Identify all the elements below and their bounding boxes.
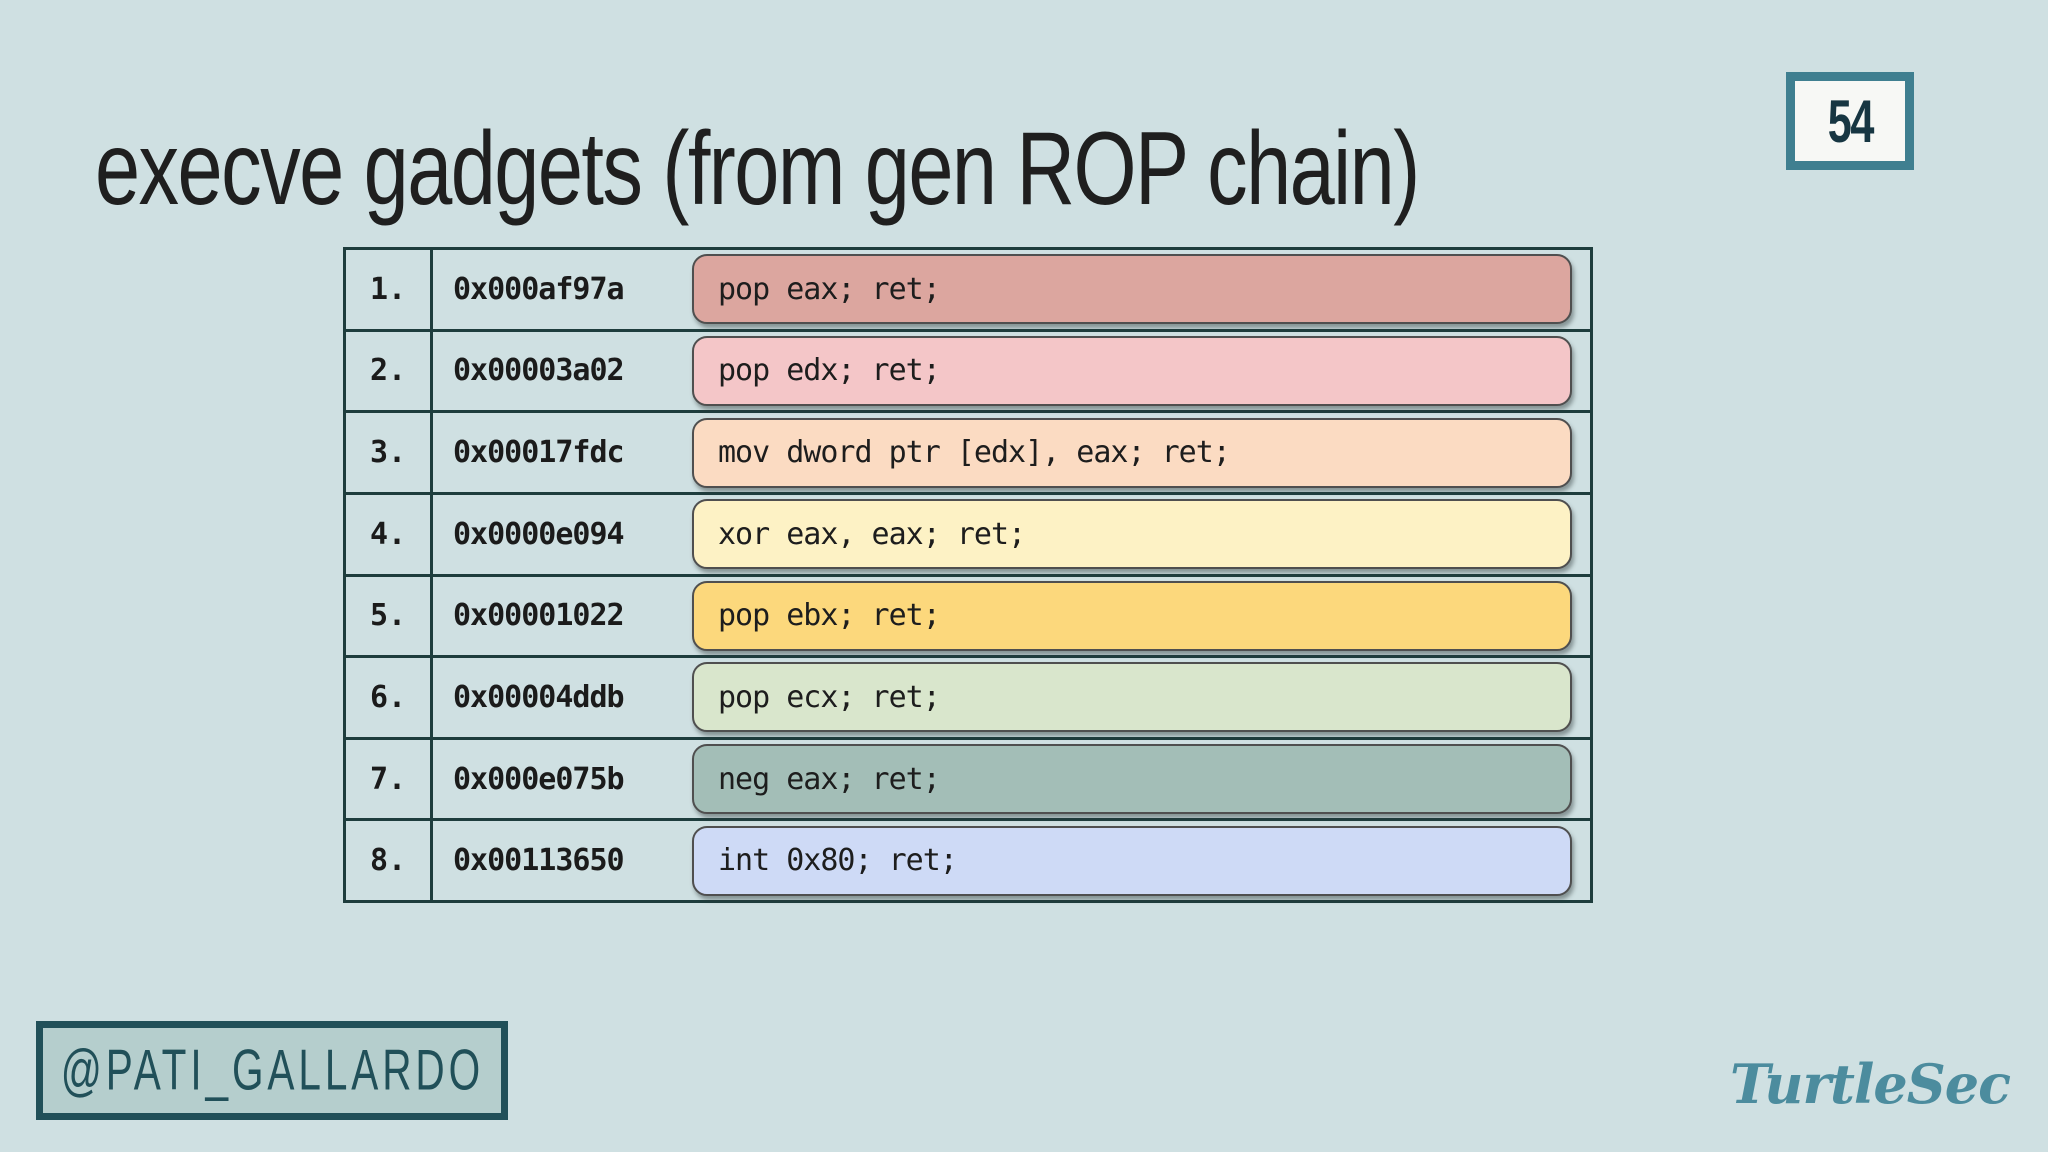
row-number: 6. [346, 658, 433, 737]
gadget-instruction-cell: int 0x80; ret; [692, 821, 1590, 900]
gadget-instruction: neg eax; ret; [718, 761, 941, 797]
slide-number: 54 [1827, 87, 1874, 155]
gadget-instruction: pop edx; ret; [718, 353, 941, 389]
gadget-address: 0x00004ddb [453, 679, 625, 715]
gadget-address: 0x00001022 [453, 598, 625, 634]
gadget-address: 0x00017fdc [453, 435, 625, 471]
row-number: 4. [346, 494, 433, 574]
table-row: 2. 0x00003a02 pop edx; ret; [346, 331, 1590, 414]
row-number: 2. [346, 331, 433, 411]
gadget-instruction-box: neg eax; ret; [692, 744, 1572, 815]
gadget-address: 0x00113650 [453, 843, 625, 879]
gadget-instruction-cell: mov dword ptr [edx], eax; ret; [692, 413, 1590, 492]
author-handle-badge: @PATI_GALLARDO [36, 1021, 508, 1120]
gadget-instruction-box: mov dword ptr [edx], eax; ret; [692, 417, 1572, 488]
gadget-table: 1. 0x000af97a pop eax; ret; 2. 0x00003a0… [343, 247, 1593, 903]
gadget-instruction: xor eax, eax; ret; [718, 516, 1026, 552]
row-number: 8. [346, 821, 433, 900]
gadget-instruction: pop ebx; ret; [718, 598, 941, 634]
gadget-instruction-cell: pop ebx; ret; [692, 577, 1590, 656]
gadget-instruction-box: pop ecx; ret; [692, 662, 1572, 733]
gadget-instruction-box: int 0x80; ret; [692, 825, 1572, 896]
table-row: 8. 0x00113650 int 0x80; ret; [346, 821, 1590, 900]
gadget-instruction-box: xor eax, eax; ret; [692, 499, 1572, 570]
row-number: 3. [346, 413, 433, 492]
gadget-instruction: pop eax; ret; [718, 271, 941, 307]
gadget-instruction-cell: pop edx; ret; [692, 332, 1590, 411]
gadget-address: 0x000e075b [453, 761, 625, 797]
table-row: 1. 0x000af97a pop eax; ret; [346, 250, 1590, 332]
table-row: 7. 0x000e075b neg eax; ret; [346, 739, 1590, 822]
row-number: 7. [346, 739, 433, 819]
gadget-instruction-box: pop eax; ret; [692, 254, 1572, 325]
gadget-address: 0x00003a02 [453, 353, 625, 389]
gadget-address: 0x000af97a [453, 271, 625, 307]
turtlesec-logo: TurtleSec [1730, 1052, 2011, 1116]
gadget-instruction-cell: pop ecx; ret; [692, 658, 1590, 737]
slide-number-box: 54 [1786, 72, 1914, 170]
gadget-instruction: pop ecx; ret; [718, 679, 941, 715]
row-number: 1. [346, 250, 433, 329]
gadget-address: 0x0000e094 [453, 516, 625, 552]
gadget-instruction: mov dword ptr [edx], eax; ret; [718, 435, 1231, 471]
author-handle: @PATI_GALLARDO [60, 1038, 484, 1103]
table-row: 3. 0x00017fdc mov dword ptr [edx], eax; … [346, 413, 1590, 495]
gadget-instruction: int 0x80; ret; [718, 843, 958, 879]
gadget-instruction-box: pop edx; ret; [692, 335, 1572, 406]
row-number: 5. [346, 576, 433, 656]
page-title: execve gadgets (from gen ROP chain) [95, 110, 1420, 227]
table-row: 5. 0x00001022 pop ebx; ret; [346, 576, 1590, 659]
gadget-instruction-cell: pop eax; ret; [692, 250, 1590, 329]
gadget-instruction-cell: neg eax; ret; [692, 740, 1590, 819]
gadget-instruction-cell: xor eax, eax; ret; [692, 495, 1590, 574]
table-row: 4. 0x0000e094 xor eax, eax; ret; [346, 494, 1590, 577]
table-row: 6. 0x00004ddb pop ecx; ret; [346, 658, 1590, 740]
gadget-instruction-box: pop ebx; ret; [692, 580, 1572, 651]
